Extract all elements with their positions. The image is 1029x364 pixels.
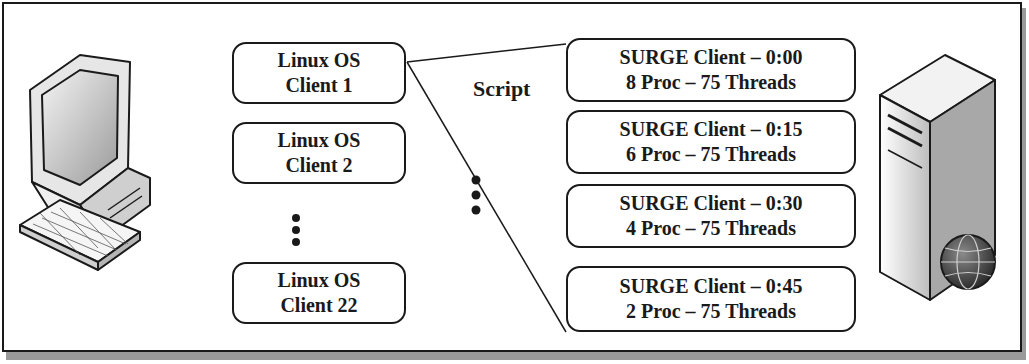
box-text: Client 22: [280, 293, 357, 318]
surge-client-box: SURGE Client – 0:008 Proc – 75 Threads: [566, 38, 856, 102]
client-box: Linux OSClient 22: [232, 262, 406, 324]
box-text: 8 Proc – 75 Threads: [626, 70, 796, 95]
surge-client-box: SURGE Client – 0:156 Proc – 75 Threads: [566, 110, 856, 174]
box-text: Linux OS: [278, 128, 361, 153]
box-text: Client 1: [285, 73, 352, 98]
box-text: Client 2: [285, 153, 352, 178]
ellipsis-dots: [472, 176, 481, 215]
box-text: SURGE Client – 0:30: [620, 191, 803, 216]
box-text: 2 Proc – 75 Threads: [626, 299, 796, 324]
box-text: SURGE Client – 0:00: [620, 45, 803, 70]
box-text: 6 Proc – 75 Threads: [626, 142, 796, 167]
surge-client-box: SURGE Client – 0:452 Proc – 75 Threads: [566, 266, 856, 332]
box-text: SURGE Client – 0:45: [620, 274, 803, 299]
client-box: Linux OSClient 1: [232, 42, 406, 104]
box-text: Linux OS: [278, 48, 361, 73]
zoom-leader-line: [407, 62, 566, 332]
client-box: Linux OSClient 2: [232, 122, 406, 184]
annotation-label: Script: [473, 76, 530, 102]
client-computer-icon: [20, 55, 150, 270]
box-text: SURGE Client – 0:15: [620, 117, 803, 142]
web-server-icon: [880, 55, 995, 300]
ellipsis-dots: [292, 214, 300, 246]
zoom-leader-line: [407, 44, 566, 62]
surge-client-box: SURGE Client – 0:304 Proc – 75 Threads: [566, 184, 856, 248]
box-text: 4 Proc – 75 Threads: [626, 216, 796, 241]
figure-frame: [3, 3, 1021, 351]
box-text: Linux OS: [278, 268, 361, 293]
